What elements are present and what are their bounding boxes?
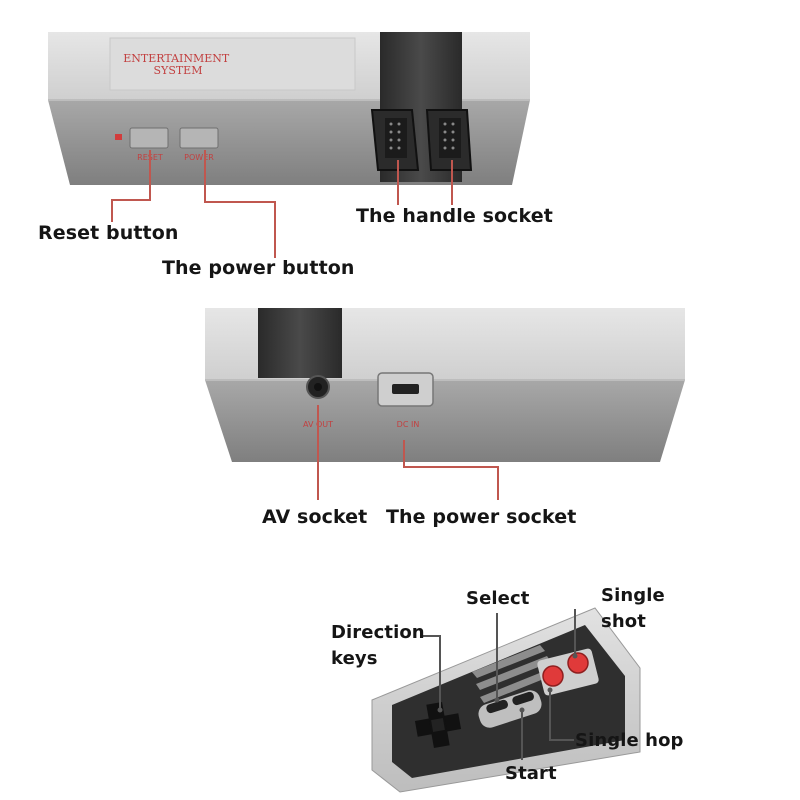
power-button-label: POWER: [184, 153, 214, 162]
label-select: Select: [466, 587, 529, 610]
label-av-socket: AV socket: [262, 505, 367, 530]
label-reset-button: Reset button: [38, 221, 178, 246]
dc-port: [392, 384, 419, 394]
console-rear: AV OUT DC IN: [205, 308, 685, 462]
label-single-hop: Single hop: [575, 729, 684, 752]
label-direction-keys: Direction keys: [331, 620, 425, 672]
console-rear-bottom: [205, 380, 685, 462]
label-power-socket: The power socket: [386, 505, 576, 530]
handle-socket-right: [427, 110, 471, 170]
power-led: [115, 134, 122, 140]
label-handle-socket: The handle socket: [356, 204, 553, 229]
single-shot-button[interactable]: [568, 653, 588, 673]
dc-in-label: DC IN: [397, 420, 420, 429]
single-hop-button[interactable]: [543, 666, 563, 686]
handle-socket-left: [372, 110, 418, 170]
reset-button[interactable]: [130, 128, 168, 148]
label-start: Start: [505, 762, 557, 785]
rear-black-block: [258, 308, 342, 378]
label-power-button: The power button: [162, 256, 355, 281]
power-button[interactable]: [180, 128, 218, 148]
console-front: ENTERTAINMENT SYSTEM: [48, 32, 530, 185]
label-single-shot: Single shot: [601, 583, 665, 635]
